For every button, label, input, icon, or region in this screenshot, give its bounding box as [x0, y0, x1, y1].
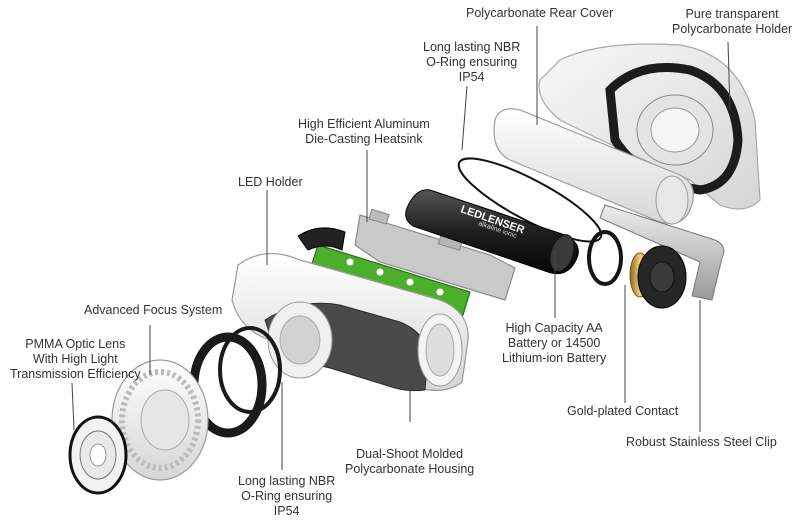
leader-transparent-holder [727, 41, 731, 111]
led-holder-part [297, 227, 346, 251]
label-led-holder: LED Holder [238, 175, 303, 189]
lower-oring-a-part [218, 326, 282, 414]
label-heatsink: High Efficient Aluminum Die-Casting Heat… [298, 117, 430, 146]
gold-contact-part [629, 245, 687, 309]
contact-oring-part [587, 230, 623, 286]
label-gold-contact: Gold-plated Contact [567, 404, 679, 418]
label-housing: Dual-Shoot Molded Polycarbonate Housing [345, 447, 475, 476]
label-battery: High Capacity AA Battery or 14500 Lithiu… [502, 321, 607, 365]
steel-clip-part [599, 204, 725, 301]
rear-cover-part [493, 108, 694, 225]
leader-oring-top [461, 85, 468, 151]
label-optic-lens: PMMA Optic Lens With High Light Transmis… [10, 337, 141, 381]
top-oring-part [457, 157, 603, 243]
label-focus-system: Advanced Focus System [84, 303, 223, 317]
label-oring-top: Long lasting NBR O-Ring ensuring IP54 [423, 40, 521, 84]
label-transparent-holder: Pure transparent Polycarbonate Holder [672, 7, 793, 36]
label-oring-bottom: Long lasting NBR O-Ring ensuring IP54 [238, 474, 336, 518]
focus-system-part [111, 359, 209, 481]
main-housing-part [231, 252, 469, 392]
optic-lens-part [68, 415, 128, 495]
label-rear-cover: Polycarbonate Rear Cover [466, 6, 614, 20]
label-steel-clip: Robust Stainless Steel Clip [626, 435, 777, 449]
leader-optic-lens [71, 382, 75, 431]
